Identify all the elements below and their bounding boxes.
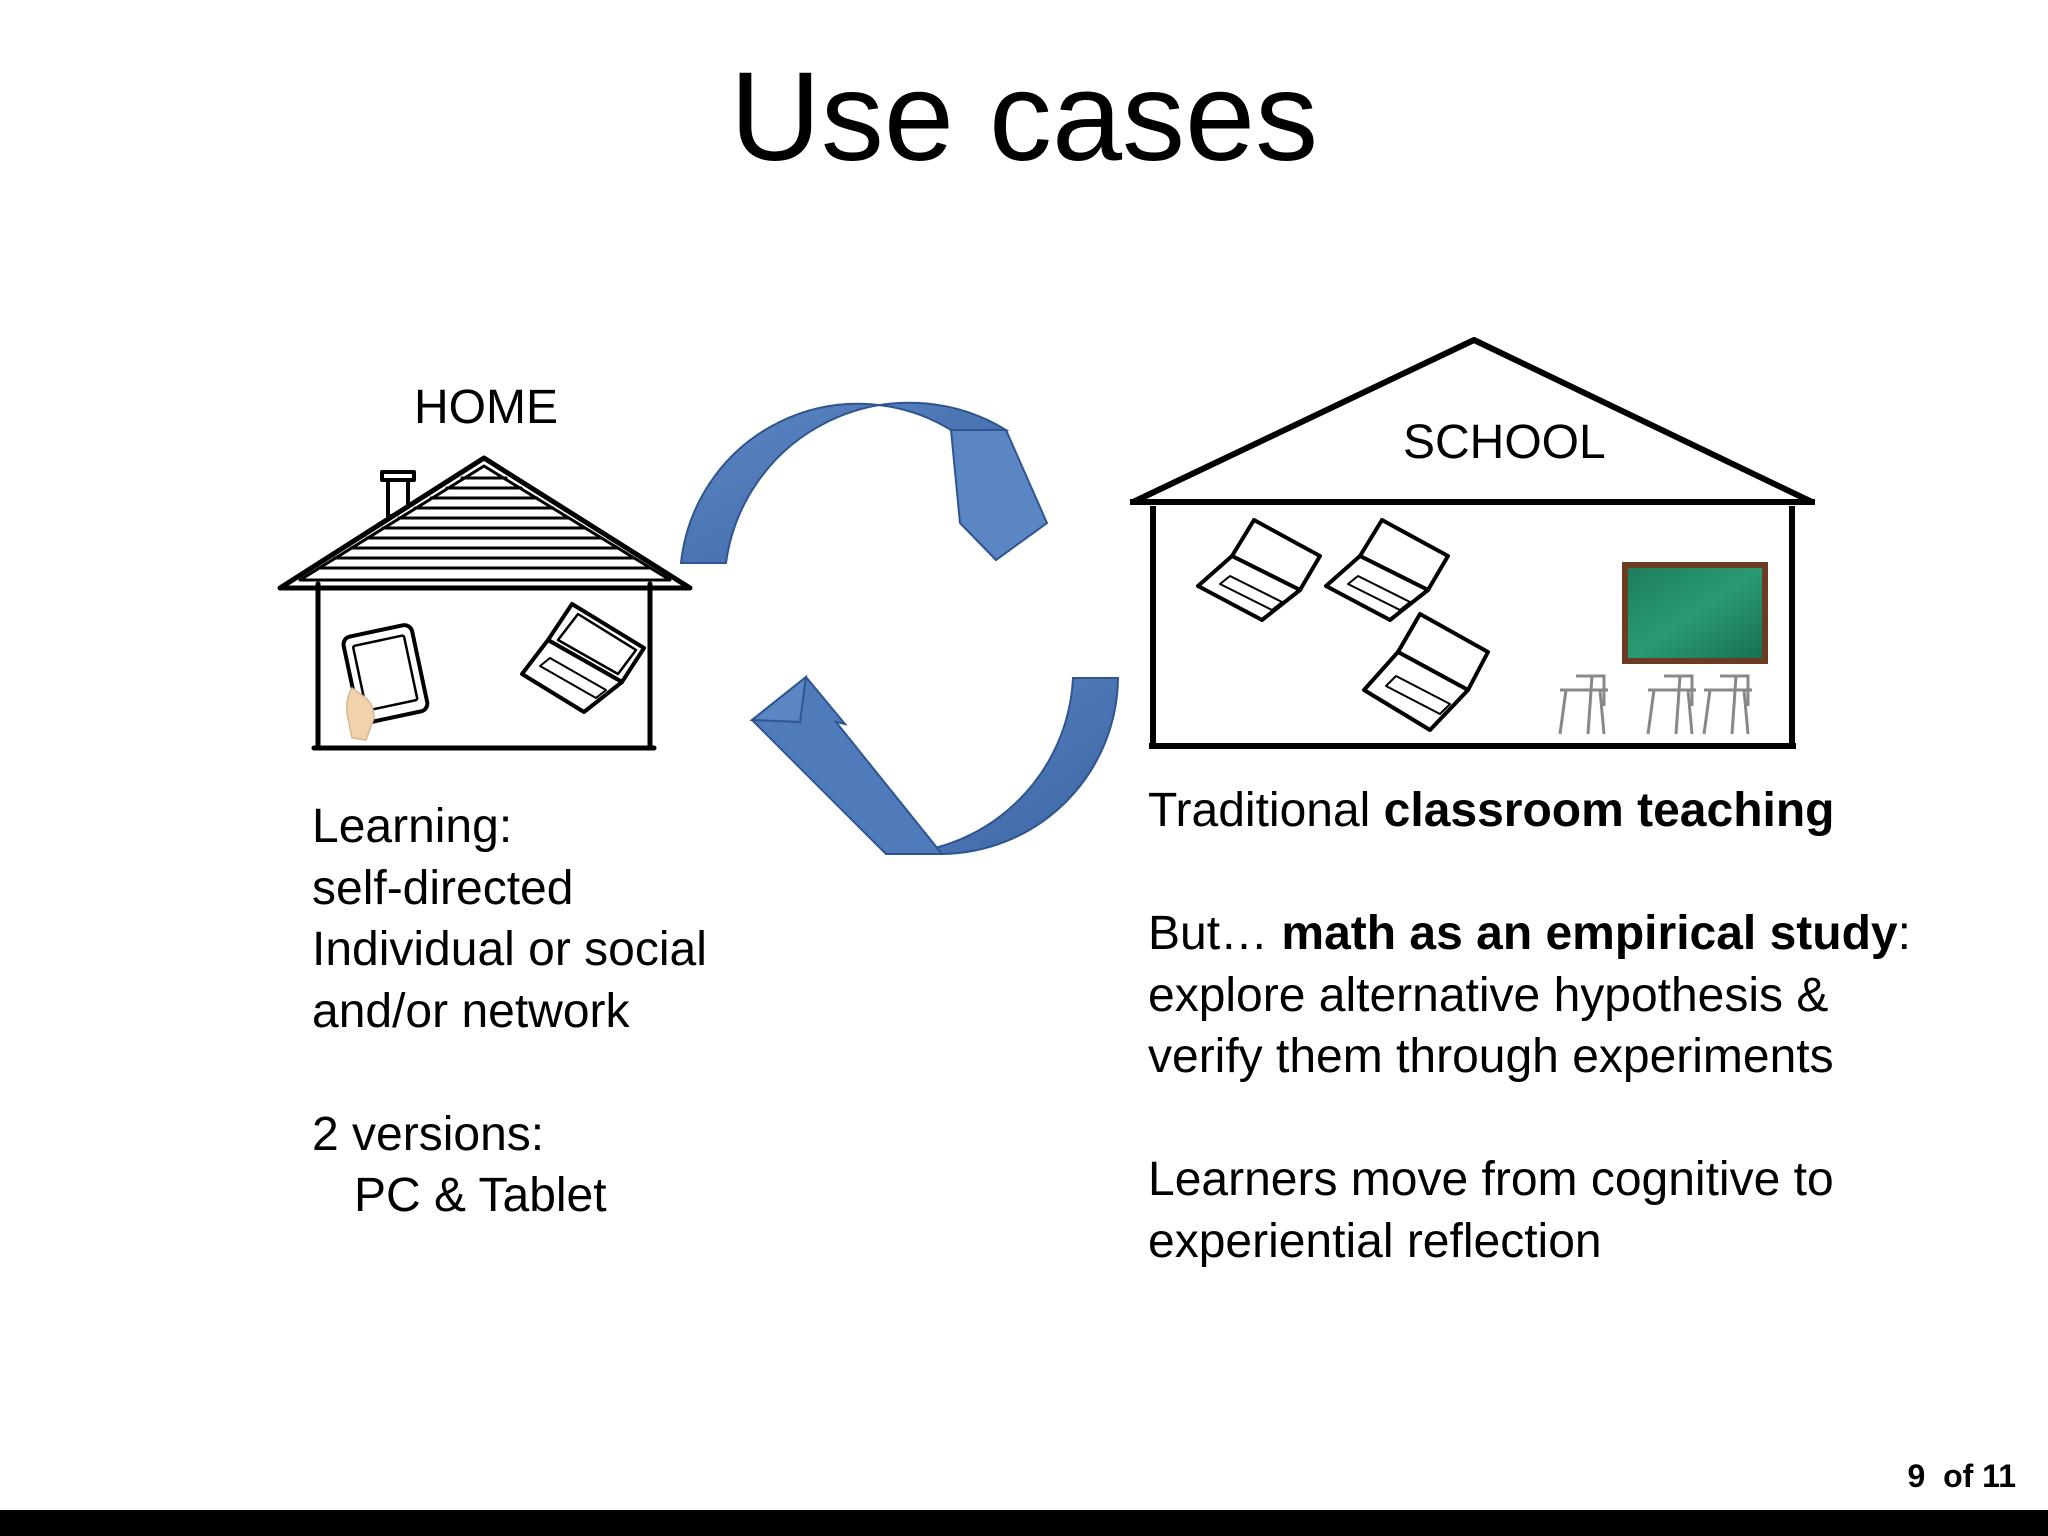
home-line bbox=[312, 1042, 707, 1104]
desk-icon bbox=[1558, 674, 1752, 735]
page-current: 9 bbox=[1907, 1458, 1926, 1494]
school-line: explore alternative hypothesis & bbox=[1148, 968, 1829, 1022]
school-text: But… bbox=[1148, 907, 1282, 960]
home-line: self-directed bbox=[312, 861, 574, 915]
home-line: Individual or social bbox=[312, 923, 707, 976]
home-line: PC & Tablet bbox=[354, 1169, 607, 1222]
chalkboard-icon bbox=[1622, 562, 1768, 664]
home-description: Learning: self-directed Individual or so… bbox=[312, 796, 707, 1227]
home-line: and/or network bbox=[312, 984, 630, 1038]
school-bold-text: classroom teaching bbox=[1383, 784, 1835, 837]
home-line: Learning: bbox=[312, 800, 513, 853]
tablet-icon bbox=[341, 623, 430, 741]
laptop-icon bbox=[1324, 518, 1450, 622]
school-text: : bbox=[1897, 907, 1911, 960]
page-total: of 11 bbox=[1943, 1458, 2016, 1494]
school-paragraph-2: But… math as an empirical study: bbox=[1148, 903, 1911, 965]
school-line: Learners move from cognitive to bbox=[1148, 1153, 1834, 1206]
laptop-icon bbox=[1196, 518, 1322, 622]
school-text: Traditional bbox=[1148, 784, 1384, 837]
page-number: 9 of 11 bbox=[1908, 1458, 2017, 1495]
school-label: SCHOOL bbox=[1403, 416, 1606, 469]
school-line: verify them through experiments bbox=[1148, 1030, 1834, 1083]
school-paragraph-1: Traditional classroom teaching bbox=[1148, 780, 1911, 842]
school-bold-text: math as an empirical study bbox=[1281, 907, 1898, 960]
school-line: experiential reflection bbox=[1148, 1214, 1602, 1268]
house-icon bbox=[277, 455, 693, 751]
slide-title: Use cases bbox=[729, 46, 1319, 187]
laptop-icon bbox=[520, 602, 646, 714]
home-label: HOME bbox=[414, 381, 558, 434]
school-icon bbox=[1130, 337, 1815, 749]
school-description: Traditional classroom teaching But… math… bbox=[1148, 780, 1911, 1272]
bottom-bar bbox=[0, 1510, 2048, 1536]
cycle-arrow-icon bbox=[679, 401, 1120, 856]
laptop-icon bbox=[1362, 612, 1490, 732]
home-line: 2 versions: bbox=[312, 1107, 545, 1161]
